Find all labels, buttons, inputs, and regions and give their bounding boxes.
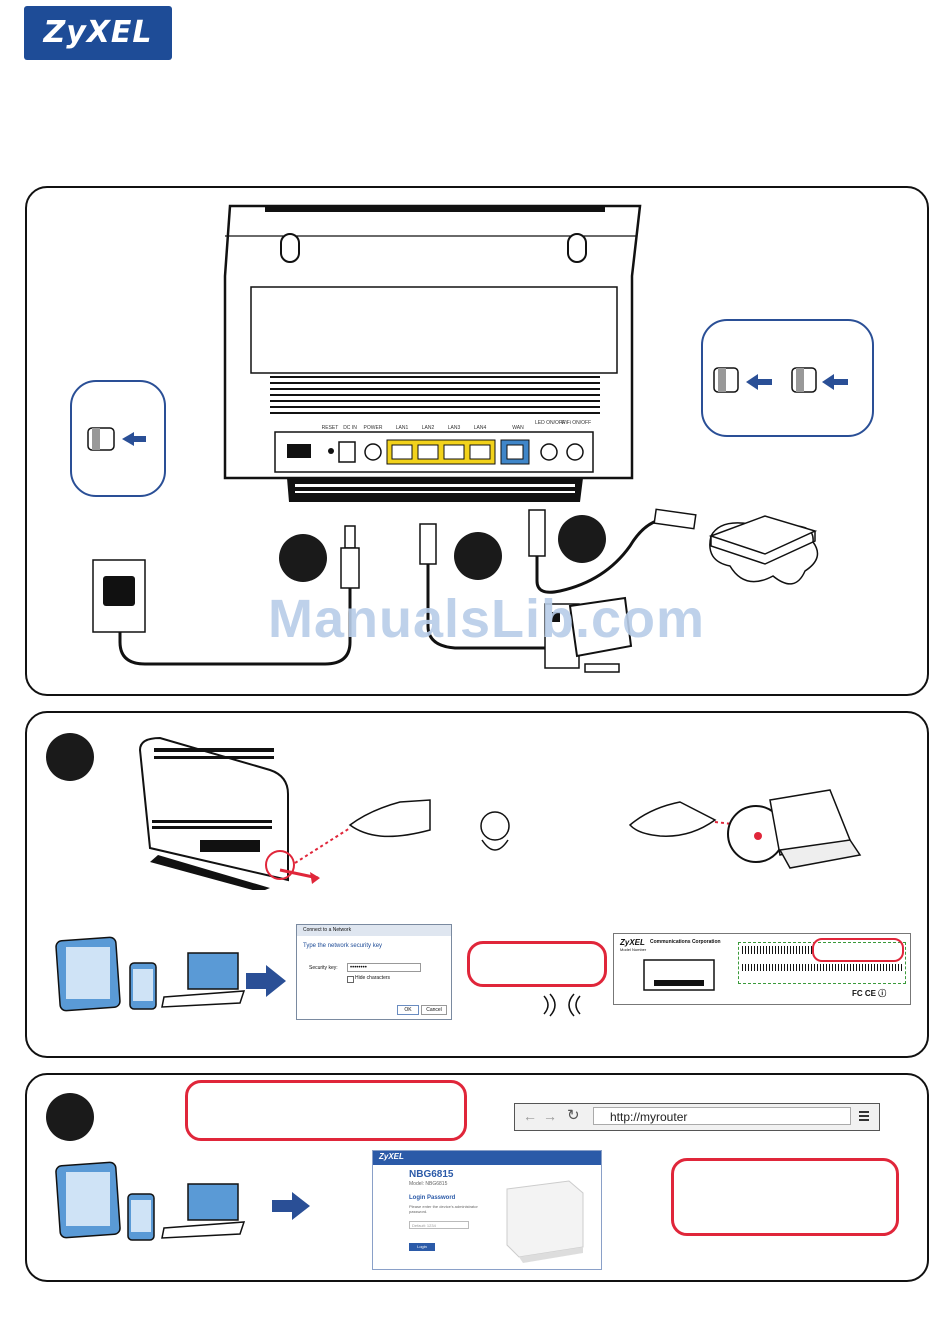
step-dot-b bbox=[46, 1093, 94, 1141]
browser-toolbar: ← → ↻ http://myrouter bbox=[514, 1103, 880, 1131]
zyxel-logo: ZyXEL bbox=[24, 6, 172, 60]
network-key-dialog: Connect to a Network Type the network se… bbox=[296, 924, 452, 1020]
menu-icon[interactable] bbox=[859, 1109, 869, 1123]
devices-illustration bbox=[55, 936, 286, 1012]
back-icon[interactable]: ← bbox=[523, 1108, 537, 1124]
forward-icon[interactable]: → bbox=[543, 1108, 557, 1124]
password-input[interactable]: Default: 1234 bbox=[409, 1221, 469, 1229]
power-adapter-illustration bbox=[92, 525, 360, 666]
reload-icon[interactable]: ↻ bbox=[567, 1107, 580, 1124]
dialog-title: Connect to a Network bbox=[297, 925, 451, 936]
step-dot-1 bbox=[279, 534, 327, 582]
login-model-title: NBG6815 bbox=[409, 1169, 454, 1180]
hardware-diagram bbox=[92, 204, 819, 673]
step-dot-2 bbox=[454, 532, 502, 580]
login-hint: Please enter the device's administrator … bbox=[409, 1204, 478, 1214]
callout-box-wifi bbox=[467, 941, 607, 987]
port-label-dcin: DC IN bbox=[343, 425, 357, 431]
login-brand: ZyXEL bbox=[379, 1152, 404, 1161]
security-key-input[interactable]: •••••••• bbox=[347, 963, 421, 972]
port-label-power: POWER bbox=[363, 425, 383, 431]
wireless-signal-icon bbox=[543, 993, 581, 1017]
address-bar[interactable]: http://myrouter bbox=[593, 1107, 851, 1125]
cert-marks: FC CE ⓘ bbox=[852, 989, 887, 998]
button-arrow-icon bbox=[87, 427, 146, 451]
ok-button[interactable]: OK bbox=[397, 1005, 419, 1015]
port-label-wan: WAN bbox=[512, 425, 524, 431]
login-heading: Login Password bbox=[409, 1195, 456, 1201]
modem-cloud-illustration bbox=[708, 515, 819, 585]
cancel-button[interactable]: Cancel bbox=[421, 1005, 447, 1015]
lan-cable-illustration bbox=[419, 523, 545, 650]
port-label-lan3: LAN3 bbox=[447, 425, 461, 431]
router-rear-illustration bbox=[223, 204, 642, 502]
hide-characters-checkbox[interactable] bbox=[347, 976, 354, 983]
barcode-2 bbox=[742, 964, 902, 971]
login-button[interactable]: Login bbox=[409, 1243, 435, 1251]
callout-box-login bbox=[671, 1158, 899, 1236]
watermark: ManualsLib.com bbox=[268, 589, 706, 649]
port-label-reset: RESET bbox=[321, 425, 339, 431]
wan-cable-illustration bbox=[528, 508, 697, 594]
dialog-heading: Type the network security key bbox=[303, 943, 383, 949]
port-label-wifi: WiFi ON/OFF bbox=[560, 420, 592, 426]
label-model-caption: Model Number bbox=[620, 947, 647, 952]
port-label-lan2: LAN2 bbox=[421, 425, 435, 431]
login-screen: ZyXEL NBG6815 Model: NBG6815 Login Passw… bbox=[372, 1150, 602, 1270]
step-dot-3 bbox=[558, 515, 606, 563]
detail-bubble-left bbox=[70, 380, 166, 497]
port-label-lan4: LAN4 bbox=[473, 425, 487, 431]
barcode-1 bbox=[742, 946, 812, 954]
hide-characters-label: Hide characters bbox=[355, 975, 391, 981]
computer-illustration bbox=[544, 596, 633, 673]
callout-box-browser bbox=[185, 1080, 467, 1141]
label-brand: ZyXEL bbox=[620, 938, 645, 947]
callout-box-label bbox=[812, 938, 904, 962]
security-key-label: Security key: bbox=[309, 965, 338, 971]
port-label-led: LED ON/OFF bbox=[535, 420, 566, 426]
label-router-icon bbox=[643, 959, 715, 991]
wps-illustration bbox=[138, 736, 862, 890]
label-company-sub: Communications Corporation bbox=[650, 939, 721, 945]
router-photo bbox=[506, 1180, 584, 1263]
devices-illustration-2 bbox=[55, 1161, 310, 1241]
login-model-sub: Model: NBG6815 bbox=[409, 1181, 448, 1187]
port-label-lan1: LAN1 bbox=[395, 425, 409, 431]
button-arrows-icon bbox=[713, 367, 848, 393]
device-label-sticker: ZyXEL Communications Corporation Model N… bbox=[613, 933, 911, 1005]
step-dot-a bbox=[46, 733, 94, 781]
